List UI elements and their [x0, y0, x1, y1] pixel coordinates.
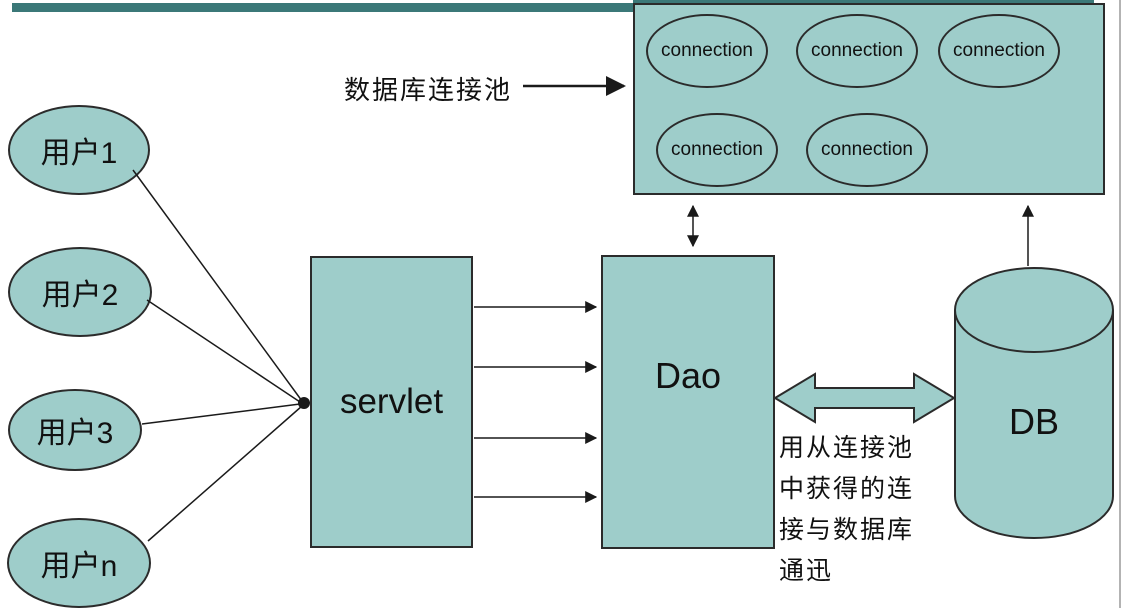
- db-communication-note: 用从连接池 中获得的连 接与数据库 通迅: [779, 428, 914, 592]
- connection-label: connection: [953, 40, 1045, 61]
- note-line: 中获得的连: [779, 475, 915, 503]
- db-cylinder: DB: [954, 267, 1114, 539]
- slide-right-edge: [1119, 0, 1121, 608]
- dao-box: Dao: [601, 255, 775, 549]
- user-1-label: 用户1: [40, 137, 118, 170]
- db-label: DB: [1009, 401, 1059, 442]
- user-1-to-servlet-line: [132, 169, 303, 402]
- user-n-label: 用户n: [40, 550, 118, 583]
- connection-label: connection: [671, 139, 763, 160]
- pool-label: 数据库连接池: [344, 75, 513, 105]
- connection-ellipse: connection: [806, 113, 928, 187]
- connection-ellipse: connection: [656, 113, 778, 187]
- user-2-to-servlet-line: [146, 299, 301, 403]
- note-line: 用从连接池: [779, 434, 915, 462]
- connection-label: connection: [821, 139, 913, 160]
- connection-ellipse: connection: [646, 14, 768, 88]
- user-2-label: 用户2: [41, 279, 119, 312]
- servlet-label: servlet: [339, 382, 444, 421]
- user-n-ellipse: 用户n: [7, 518, 151, 608]
- dao-label: Dao: [654, 355, 722, 396]
- user-2-ellipse: 用户2: [8, 247, 152, 337]
- connection-label: connection: [661, 40, 753, 61]
- connection-ellipse: connection: [938, 14, 1060, 88]
- connection-label: connection: [811, 40, 903, 61]
- title-bar-thin: [633, 0, 1094, 3]
- servlet-box: servlet: [310, 256, 473, 548]
- title-bar: [12, 3, 633, 12]
- connection-ellipse: connection: [796, 14, 918, 88]
- convergence-dot: [298, 397, 310, 409]
- note-line: 接与数据库: [779, 516, 915, 544]
- user-3-ellipse: 用户3: [8, 389, 142, 471]
- user-1-ellipse: 用户1: [8, 105, 150, 195]
- user-n-to-servlet-line: [147, 405, 303, 542]
- user-3-label: 用户3: [36, 417, 114, 450]
- user-3-to-servlet-line: [141, 403, 301, 425]
- note-line: 通迅: [779, 557, 834, 585]
- dao-db-block-arrow: [773, 372, 956, 424]
